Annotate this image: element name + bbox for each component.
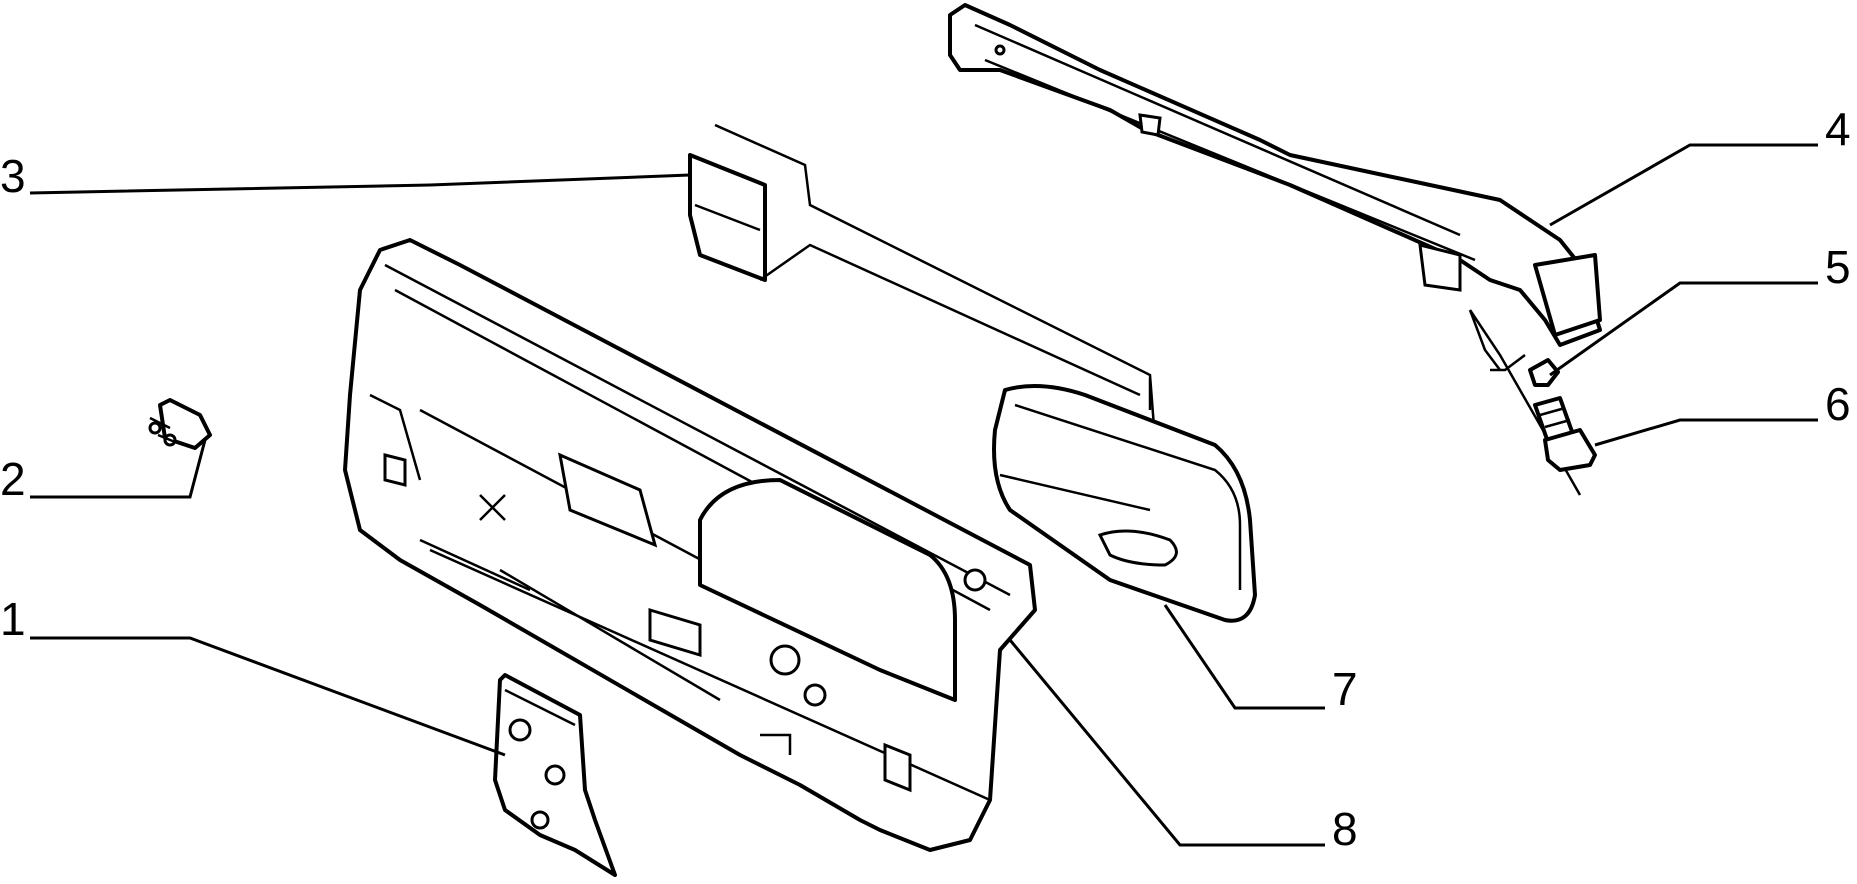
- leader-6: [1594, 418, 1818, 447]
- leader-8: [1008, 639, 1325, 847]
- part-8-rear-panel: [343, 238, 1037, 852]
- leader-2: [30, 439, 207, 499]
- leader-7: [1163, 604, 1325, 710]
- callout-number-6: 6: [1825, 378, 1851, 430]
- part-3-outline-lower: [759, 243, 1141, 397]
- callout-number-4: 4: [1825, 103, 1851, 155]
- leader-5: [1549, 281, 1818, 377]
- part-4-bracket-v: [1490, 354, 1526, 372]
- callout-number-7: 7: [1332, 663, 1358, 715]
- part-5-clip: [1528, 358, 1560, 387]
- part-6-bolt: [1533, 396, 1597, 472]
- part-3-outline: [714, 123, 1157, 441]
- part-4-crossmember: [948, 3, 1602, 347]
- leader-1: [30, 636, 506, 757]
- callout-number-3: 3: [0, 150, 26, 202]
- part-3-panel-piece: [688, 153, 767, 282]
- callout-number-2: 2: [0, 453, 26, 505]
- callout-number-5: 5: [1825, 241, 1851, 293]
- callout-number-8: 8: [1332, 803, 1358, 855]
- callout-number-1: 1: [0, 593, 26, 645]
- part-1-plate: [493, 673, 617, 877]
- leader-3: [29, 173, 691, 195]
- part-2-bracket: [148, 398, 212, 450]
- leader-4: [1549, 143, 1818, 227]
- part-7-trim-cover: [992, 378, 1257, 623]
